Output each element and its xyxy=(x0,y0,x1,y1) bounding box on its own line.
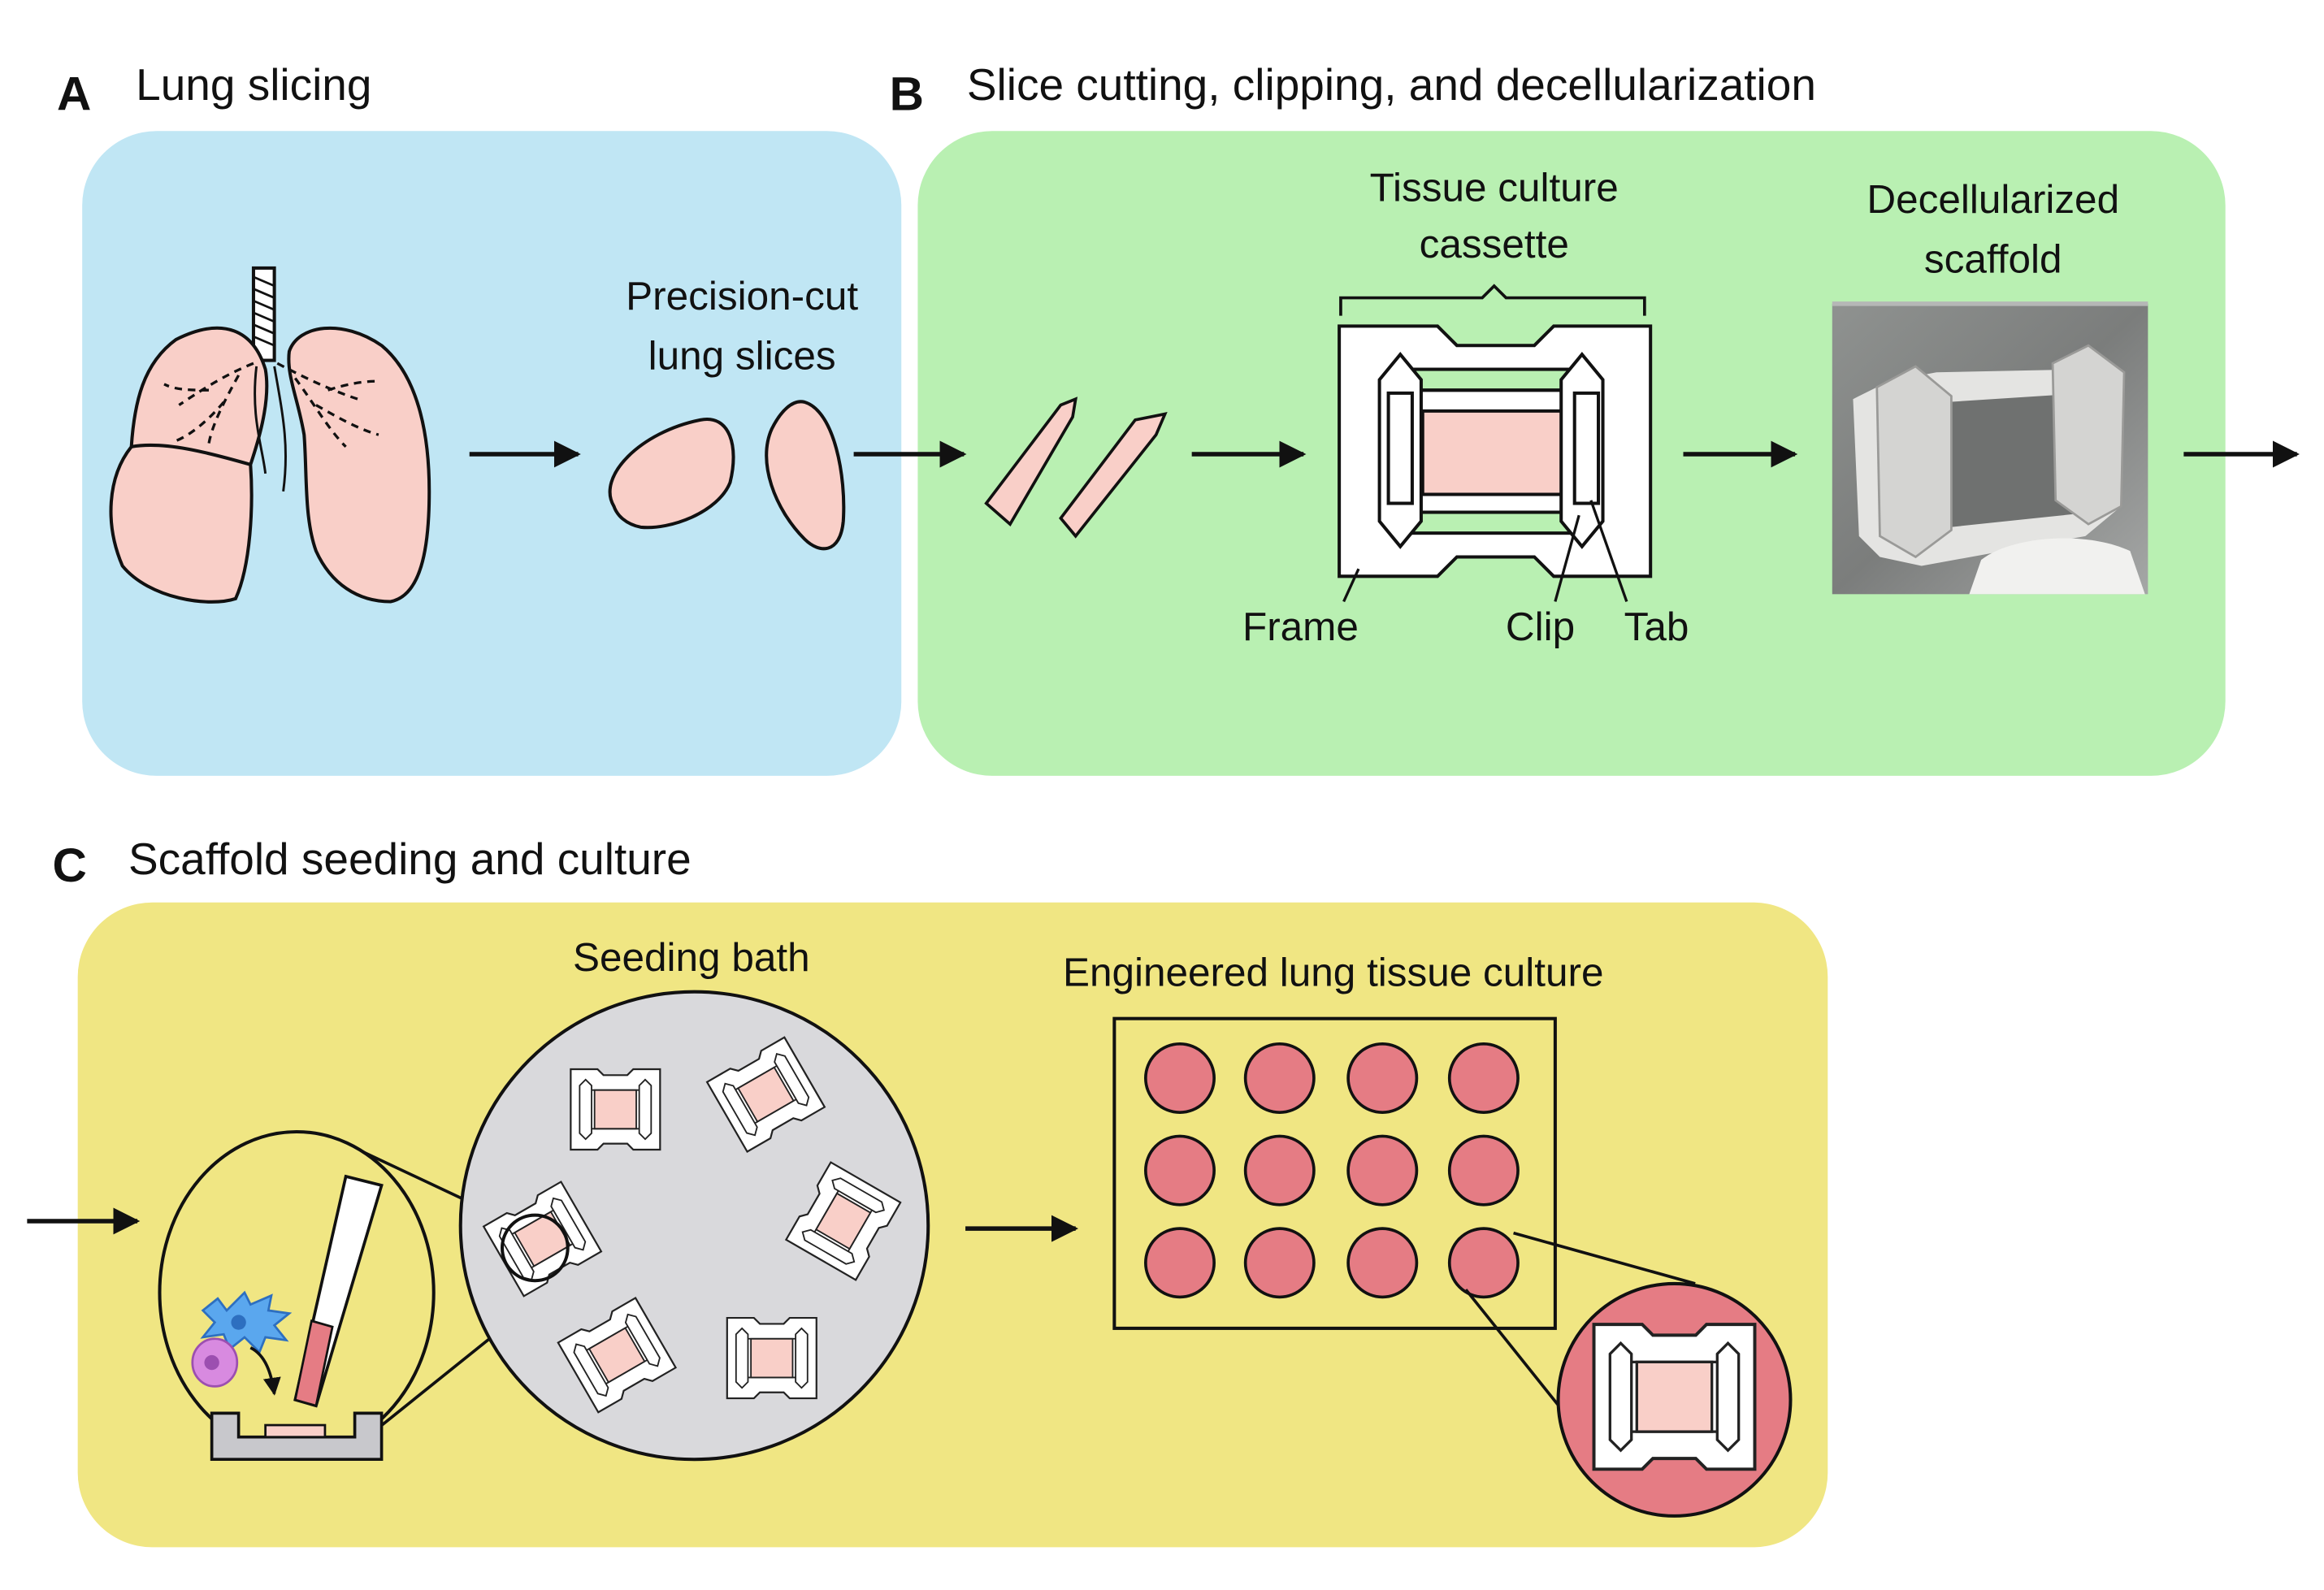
cassette-label-line2: cassette xyxy=(1420,222,1569,266)
scaffold-label-line1: Decellularized xyxy=(1867,177,2119,222)
cassette-bracket xyxy=(1339,284,1646,316)
frame-label: Frame xyxy=(1242,604,1359,649)
panel-a-letter: A xyxy=(57,68,91,121)
cassette-label-line1: Tissue culture xyxy=(1370,165,1619,210)
slices-label-line2: lung slices xyxy=(648,334,836,379)
lung-slices xyxy=(608,400,846,551)
panel-c-letter: C xyxy=(53,839,87,892)
panel-b-title: Slice cutting, clipping, and decellulari… xyxy=(967,59,1816,110)
slices-label-line1: Precision-cut xyxy=(626,274,858,318)
cut-slices xyxy=(984,396,1168,539)
pipette-icon xyxy=(293,1174,384,1408)
culture-label: Engineered lung tissue culture xyxy=(1063,950,1604,994)
cassette-icon xyxy=(1338,324,1653,578)
scaffold-photo xyxy=(1832,301,2148,595)
well-plate-icon xyxy=(1112,1016,1557,1330)
tab-label: Tab xyxy=(1624,604,1689,649)
clip-label: Clip xyxy=(1506,604,1575,649)
trachea-icon xyxy=(251,266,276,362)
panel-a-title: Lung slicing xyxy=(136,59,371,110)
seeding-zoom xyxy=(158,1129,436,1462)
panel-b-letter: B xyxy=(890,68,924,121)
bath-label: Seeding bath xyxy=(573,935,810,980)
panel-c-title: Scaffold seeding and culture xyxy=(128,834,692,884)
scaffold-label-line2: scaffold xyxy=(1924,236,2062,281)
cell-icon xyxy=(191,1290,293,1388)
leader-lines xyxy=(1342,500,1628,603)
seeding-bath xyxy=(458,990,930,1462)
lung-icon xyxy=(109,266,431,604)
enlarged-well xyxy=(1556,1281,1793,1518)
